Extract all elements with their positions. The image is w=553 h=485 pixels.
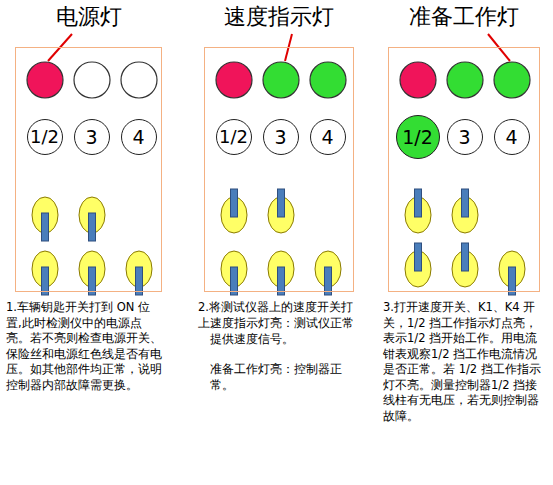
gear-indicator: 4: [310, 119, 346, 155]
gear-indicator: 3: [447, 119, 483, 155]
switch-lever: [415, 243, 422, 271]
gear-indicator: 3: [74, 119, 110, 155]
indicator-light: [74, 62, 110, 98]
indicator-light: [121, 62, 157, 98]
indicator-light: [216, 62, 252, 98]
switch-lever: [231, 189, 238, 217]
gear-label: 1/2: [402, 126, 433, 148]
indicator-light: [263, 62, 299, 98]
gear-indicator: 1/2: [27, 119, 63, 155]
indicator-light: [27, 62, 63, 98]
switch-lever: [89, 213, 96, 241]
instruction-text: 准备工作灯亮：控制器正常。: [210, 362, 358, 393]
gear-label: 4: [132, 126, 144, 148]
switch-lever: [231, 267, 238, 295]
gear-label: 3: [274, 126, 286, 148]
gear-label: 1/2: [219, 126, 248, 147]
indicator-light: [494, 62, 530, 98]
gear-label: 1/2: [30, 126, 59, 147]
switch-lever: [89, 267, 96, 295]
switch-lever: [462, 243, 469, 271]
instruction-text: 1.车辆钥匙开关打到 ON 位置,此时检测仪中的电源点亮。若不亮则检查电源开关、…: [6, 300, 162, 393]
gear-indicator: 1/2: [396, 115, 440, 159]
tester-panel: 准备工作灯1/234: [388, 47, 540, 292]
gear-label: 3: [85, 126, 97, 148]
gear-indicator: 1/2: [216, 119, 252, 155]
indicator-light: [447, 62, 483, 98]
switch-lever: [136, 267, 143, 295]
indicator-light: [310, 62, 346, 98]
switch-lever: [325, 267, 332, 295]
tester-panel: 电源灯1/234: [15, 47, 162, 292]
indicator-light: [400, 62, 436, 98]
instruction-text: 3.打开速度开关、K1、K4 开关，1/2 挡工作指示灯点亮，表示1/2 挡开始…: [383, 300, 545, 424]
switch-lever: [278, 189, 285, 217]
lamp-heading: 电源灯: [0, 3, 191, 31]
switch-lever: [42, 267, 49, 295]
gear-indicator: 3: [263, 119, 299, 155]
tester-panel: 速度指示灯1/234: [204, 47, 354, 292]
gear-label: 4: [505, 126, 517, 148]
switch-lever: [278, 267, 285, 295]
switch-lever: [42, 213, 49, 241]
switch-lever: [509, 267, 516, 295]
switch-lever: [462, 189, 469, 217]
gear-indicator: 4: [121, 119, 157, 155]
gear-label: 3: [458, 126, 470, 148]
lamp-heading: 速度指示灯: [175, 3, 383, 31]
gear-label: 4: [321, 126, 333, 148]
instruction-text: 速度指示灯亮：测试仪正常提供速度信号。: [210, 316, 358, 347]
lamp-heading: 准备工作灯: [359, 3, 553, 31]
switch-lever: [415, 189, 422, 217]
gear-indicator: 4: [494, 119, 530, 155]
